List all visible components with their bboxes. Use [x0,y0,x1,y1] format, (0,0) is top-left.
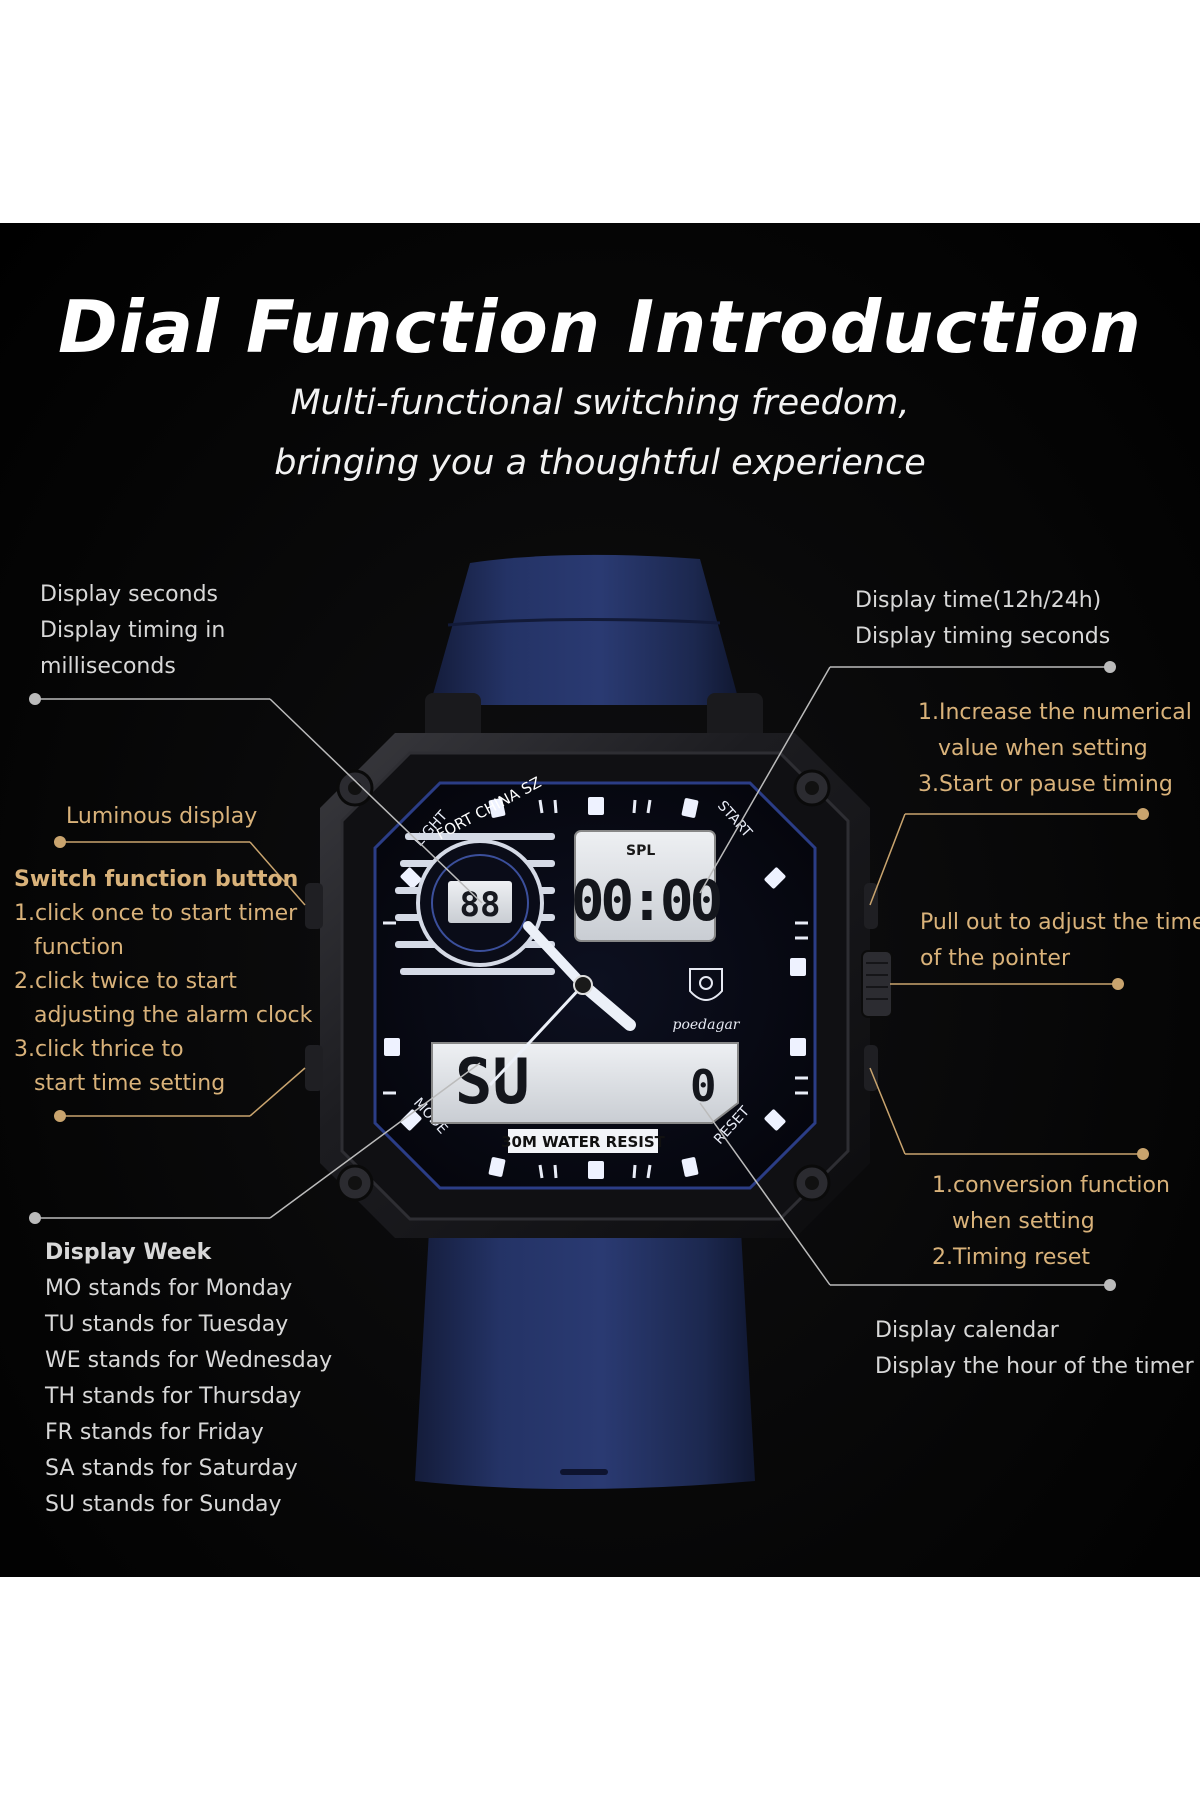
week-item: SU stands for Sunday [45,1492,282,1517]
subtitle-line-2: bringing you a thoughtful experience [274,443,926,483]
callout-calendar: Display calendar Display the hour of the… [875,1313,1194,1385]
date-digits: 0 [690,1061,717,1112]
callout-switch-button: Switch function button 1.click once to s… [14,863,312,1101]
callout-reset-line: 2.Timing reset [932,1245,1091,1270]
callout-week-heading: Display Week [45,1240,212,1265]
callout-reset-line: when setting [952,1209,1095,1234]
callout-luminous: Luminous display [66,799,257,835]
callout-time-line: Display time(12h/24h) [855,588,1102,613]
hour-markers [384,797,806,1179]
callout-crown-line: of the pointer [920,946,1070,971]
watch-hands [488,921,636,1087]
callout-start-line: value when setting [938,736,1148,761]
brand-name: poedagar [673,1017,741,1033]
callout-start-line: 3.Start or pause timing [918,772,1173,797]
subdial-digits: 88 [460,885,501,925]
callout-time: Display time(12h/24h) Display timing sec… [855,583,1110,655]
light-pusher[interactable] [305,883,323,929]
callout-calendar-line: Display calendar [875,1318,1059,1343]
callout-switch-line: 2.click twice to start [14,969,237,994]
week-item: TH stands for Thursday [45,1384,302,1409]
week-item: WE stands for Wednesday [45,1348,333,1373]
callout-switch-line: 1.click once to start timer [14,901,298,926]
callout-time-line: Display timing seconds [855,624,1111,649]
callout-start-button: 1.Increase the numerical value when sett… [918,695,1192,803]
week-item: FR stands for Friday [45,1420,264,1445]
callout-week: Display Week MO stands for Monday TU sta… [45,1235,332,1523]
water-resist-label: 30M WATER RESIST [501,1133,666,1151]
watch-strap-top [430,554,740,705]
callout-seconds-line: Display timing in [40,618,226,643]
watch-strap-bottom [415,1213,755,1489]
case-screws [336,769,831,1202]
callout-lines [29,661,1149,1291]
callout-luminous-line: Luminous display [66,804,258,829]
callout-seconds-line: Display seconds [40,582,219,607]
callout-switch-line: 3.click thrice to [14,1037,184,1062]
callout-switch-heading: Switch function button [14,867,299,892]
subtitle-line-1: Multi-functional switching freedom, [290,383,910,423]
callout-seconds: Display seconds Display timing in millis… [40,577,225,685]
top-lcd: SPL 00:00 [571,830,725,942]
week-item: MO stands for Monday [45,1276,293,1301]
feature-panel: Dial Function Introduction Multi-functio… [0,223,1200,1577]
week-item: SA stands for Saturday [45,1456,298,1481]
callout-seconds-line: milliseconds [40,654,176,679]
week-item: TU stands for Tuesday [45,1312,289,1337]
callout-start-line: 1.Increase the numerical [918,700,1192,725]
mode-pusher[interactable] [305,1045,323,1091]
watch-illustration: LIGHT START MODE RESET 88 FORT CHINA SZ … [29,554,1149,1489]
callout-reset-button: 1.conversion function when setting 2.Tim… [932,1168,1170,1276]
callout-reset-line: 1.conversion function [932,1173,1170,1198]
brand-logo: poedagar [673,968,741,1033]
callout-switch-line: function [34,935,124,960]
page-title: Dial Function Introduction [58,285,1142,369]
callout-crown-line: Pull out to adjust the time [920,910,1200,935]
callout-switch-line: start time setting [34,1071,226,1096]
minute-ticks [383,799,808,1179]
crown[interactable] [861,950,893,1018]
top-digits: 00:00 [571,869,721,934]
callout-crown: Pull out to adjust the time of the point… [920,905,1200,977]
callout-switch-line: adjusting the alarm clock [34,1003,313,1028]
callout-calendar-line: Display the hour of the timer [875,1354,1194,1379]
spl-label: SPL [626,843,655,859]
